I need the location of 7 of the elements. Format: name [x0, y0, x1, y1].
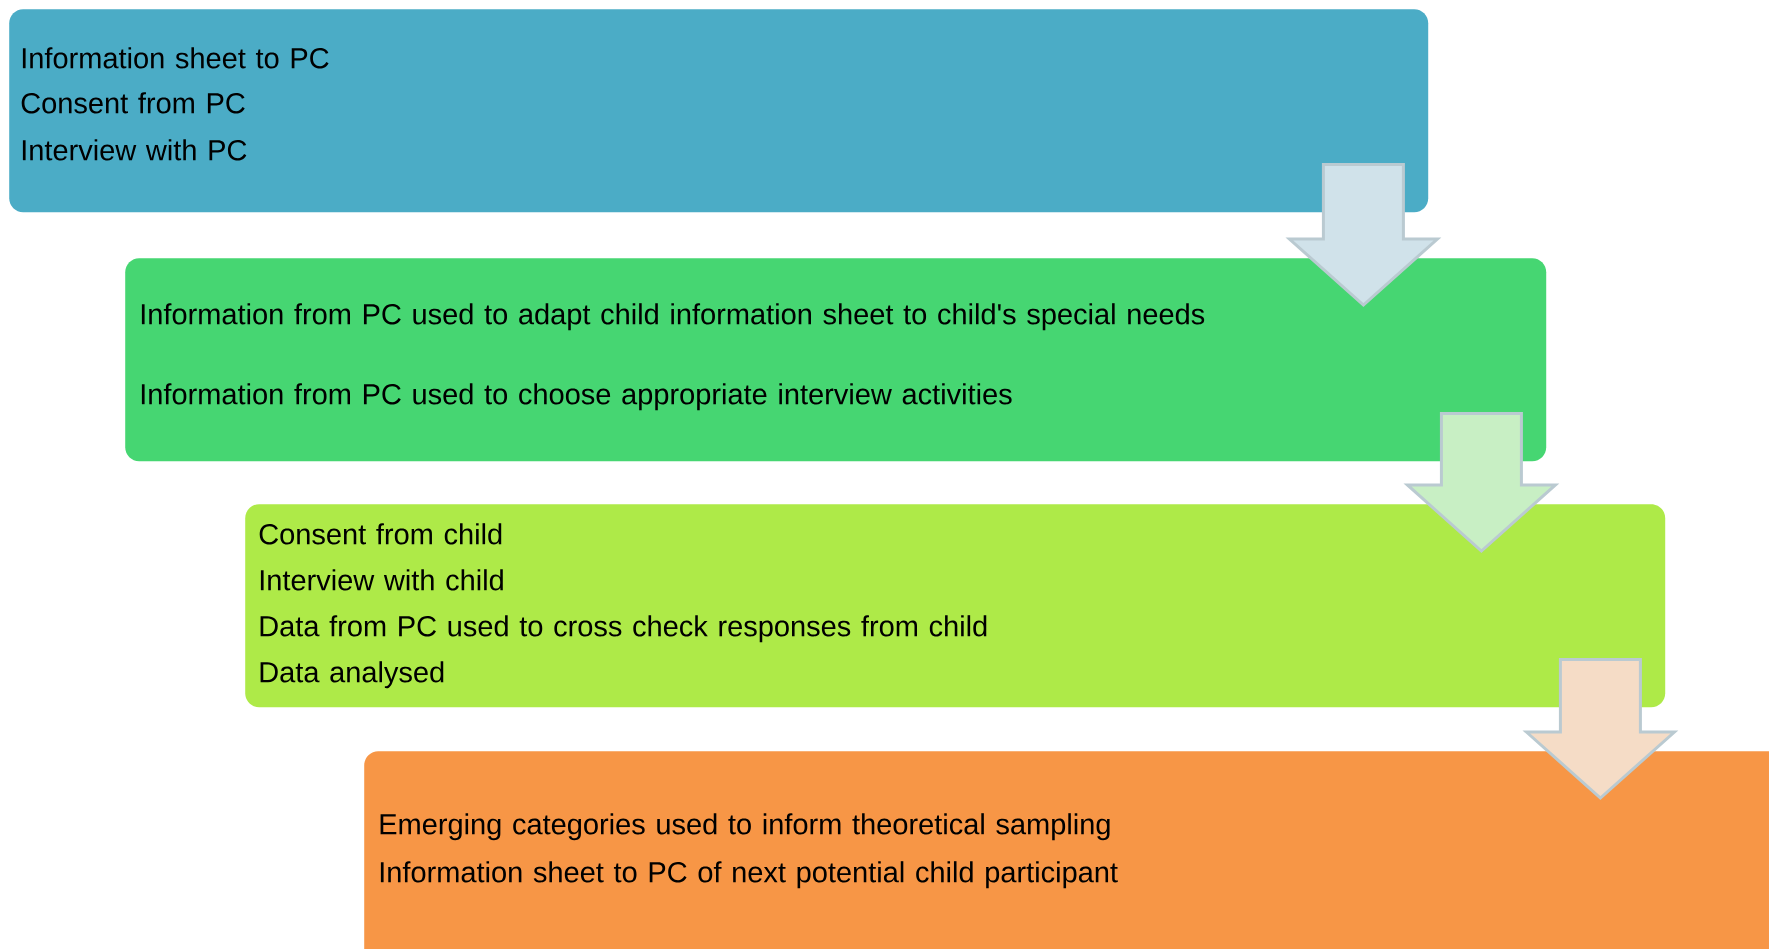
block-arrow — [1285, 162, 1442, 307]
process-box: Consent from child Interview with child Data from PC used to cross check responses from child Data analysed — [245, 504, 1666, 708]
process-box: Information from PC used to adapt child information sheet to child's special needs Information from PC used to choose appropriate interview activities — [125, 258, 1547, 462]
process-box: Emerging categories used to inform theoretical sampling Information sheet to PC of next potential child participant — [364, 751, 1769, 949]
process-box: Information sheet to PC Consent from PC Interview with PC — [9, 9, 1429, 213]
block-arrow — [1403, 411, 1560, 553]
block-arrow — [1522, 657, 1679, 800]
